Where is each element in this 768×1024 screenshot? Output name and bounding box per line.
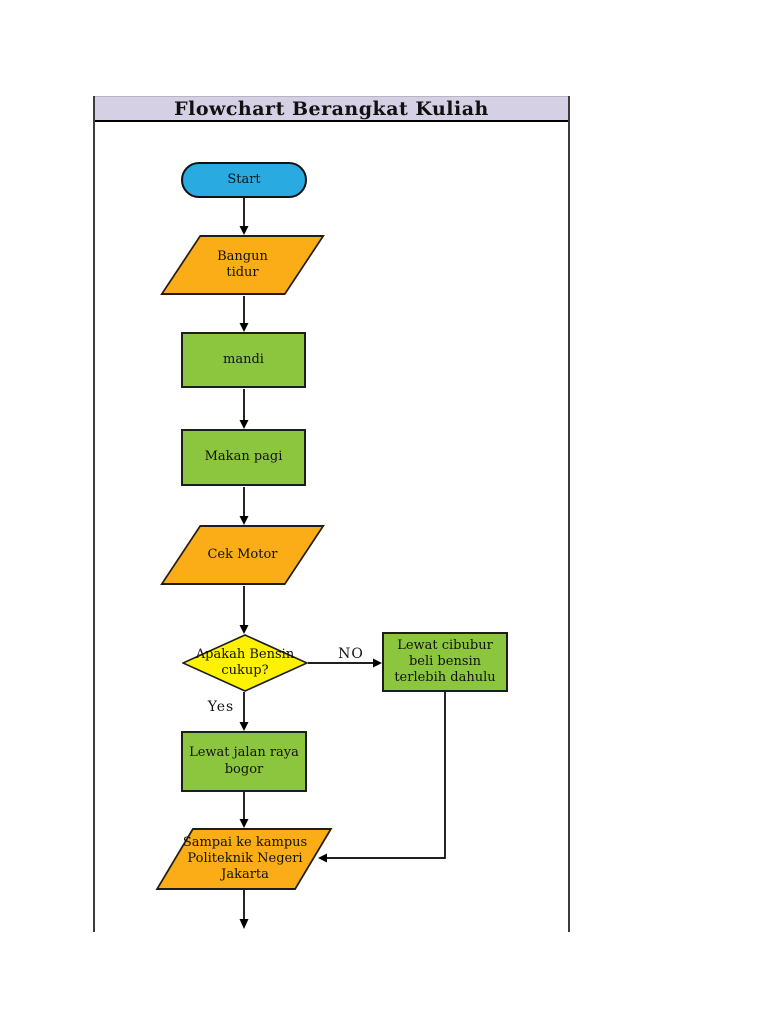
node-bangun-tidur: Bangun tidur [160,235,325,295]
page-title: Flowchart Berangkat Kuliah [174,97,489,120]
title-bar: Flowchart Berangkat Kuliah [95,96,568,122]
node-lewat-jalan-raya: Lewat jalan raya bogor [181,731,307,792]
node-cek-motor: Cek Motor [160,525,325,585]
node-apakah-bensin-cukup: Apakah Bensin cukup? [182,634,308,692]
node-lewat-jalan-raya-label: Lewat jalan raya bogor [189,745,299,777]
node-lewat-cibubur: Lewat cibubur beli bensin terlebih dahul… [382,632,508,692]
node-apakah-bensin-cukup-label: Apakah Bensin cukup? [195,646,295,678]
node-bangun-tidur-label: Bangun tidur [217,248,268,280]
diamond-shape [182,634,308,692]
node-mandi-label: mandi [223,351,264,367]
node-sampai-kampus-label: Sampai ke kampus Politeknik Negeri Jakar… [182,834,308,883]
edge-label-no: NO [338,646,364,662]
node-mandi: mandi [181,332,306,388]
node-start: Start [181,162,307,198]
node-lewat-cibubur-label: Lewat cibubur beli bensin terlebih dahul… [394,637,496,686]
document-frame: Flowchart Berangkat Kuliah [93,96,570,932]
node-sampai-kampus: Sampai ke kampus Politeknik Negeri Jakar… [150,828,340,890]
node-makan-pagi: Makan pagi [181,429,306,486]
node-start-label: Start [227,171,261,187]
node-makan-pagi-label: Makan pagi [204,449,283,465]
edge-label-yes: Yes [207,699,235,715]
node-cek-motor-label: Cek Motor [207,546,278,562]
